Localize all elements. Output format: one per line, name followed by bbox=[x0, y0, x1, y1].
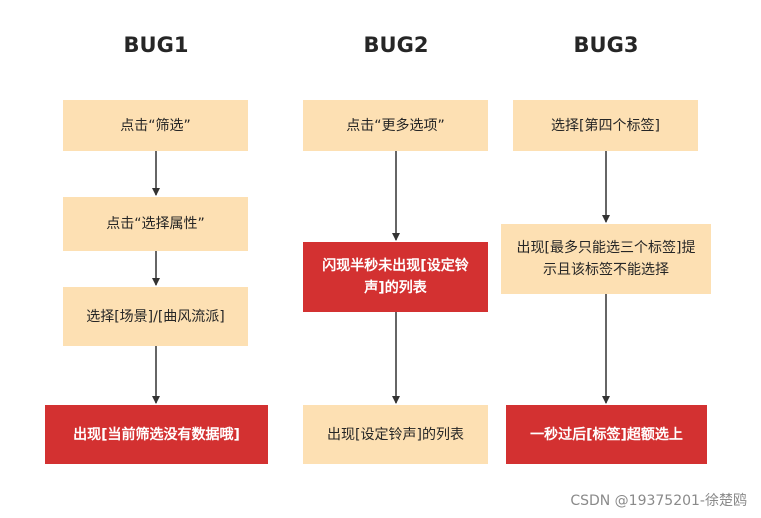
bug3-step-1: 选择[第四个标签] bbox=[513, 100, 698, 151]
bug1-step-2: 点击“选择属性” bbox=[63, 197, 248, 251]
bug1-step-3: 选择[场景]/[曲风流派] bbox=[63, 287, 248, 346]
column-title-bug1: BUG1 bbox=[123, 33, 189, 57]
bug3-warning: 出现[最多只能选三个标签]提示且该标签不能选择 bbox=[501, 224, 711, 294]
bug2-flash: 闪现半秒未出现[设定铃声]的列表 bbox=[303, 242, 488, 312]
bug1-result: 出现[当前筛选没有数据哦] bbox=[45, 405, 268, 464]
bug2-result: 出现[设定铃声]的列表 bbox=[303, 405, 488, 464]
watermark: CSDN @19375201-徐楚鸥 bbox=[570, 493, 747, 509]
column-title-bug2: BUG2 bbox=[363, 33, 429, 57]
bug2-step-1: 点击“更多选项” bbox=[303, 100, 488, 151]
bug3-result: 一秒过后[标签]超额选上 bbox=[506, 405, 707, 464]
bug1-step-1: 点击“筛选” bbox=[63, 100, 248, 151]
column-title-bug3: BUG3 bbox=[573, 33, 639, 57]
